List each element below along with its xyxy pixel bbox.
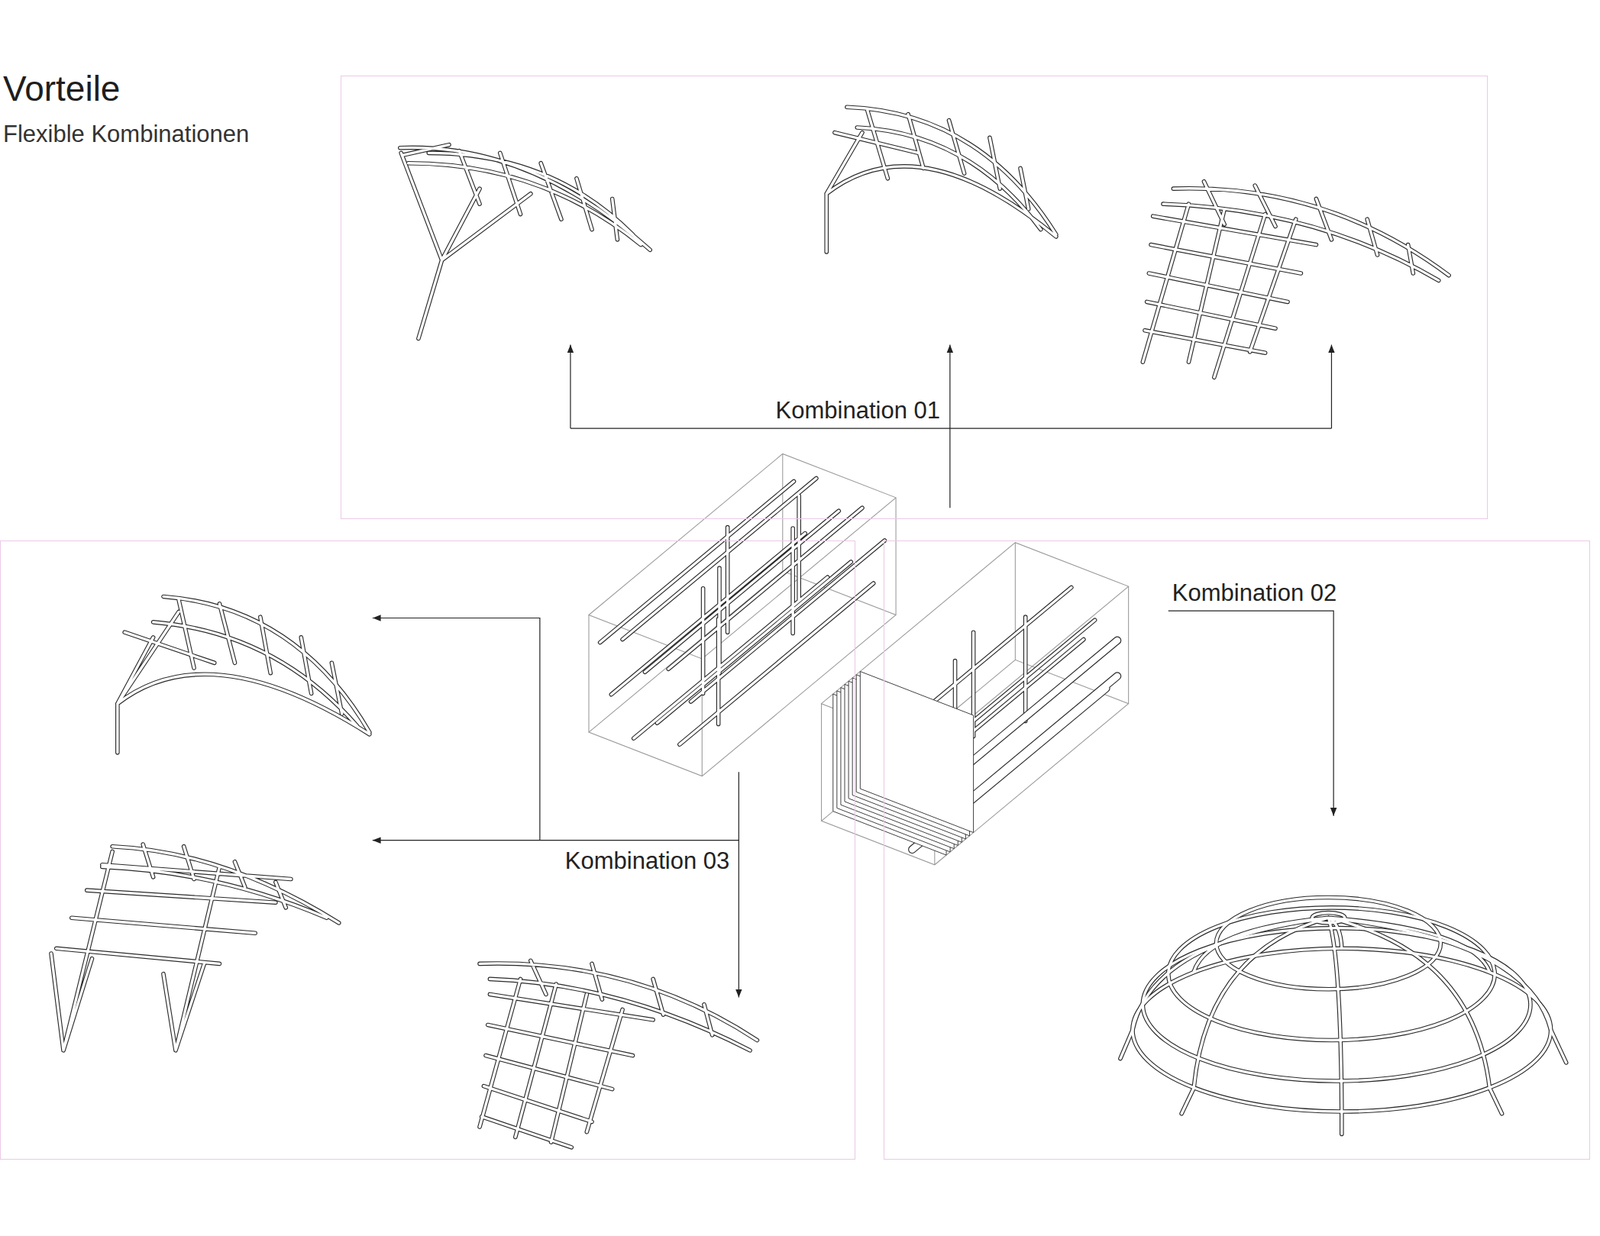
combination-label: Kombination 02 — [1169, 580, 1340, 607]
page-title: Vorteile — [3, 68, 120, 110]
combination-label: Kombination 01 — [772, 397, 944, 424]
arrow-line — [1168, 610, 1334, 816]
combination-panel: Kombination 03 — [0, 540, 856, 1161]
subtitle: Flexible Kombinationen — [3, 120, 249, 149]
arrow-line — [738, 772, 740, 998]
arrow-line — [949, 345, 951, 509]
board — [859, 671, 973, 833]
arrow-line — [569, 345, 571, 430]
combination-label: Kombination 03 — [562, 848, 733, 875]
pole-fill — [51, 106, 1567, 1148]
arrow-line — [372, 618, 540, 841]
board-stack — [833, 671, 974, 856]
arrow-line — [1331, 345, 1332, 430]
arrow-line — [570, 427, 1332, 429]
pole-outline — [51, 106, 1567, 1148]
combination-panel: Kombination 02 — [883, 540, 1591, 1161]
arrow-line — [372, 840, 740, 841]
arrows — [372, 345, 1334, 999]
combination-panel: Kombination 01 — [340, 75, 1488, 520]
